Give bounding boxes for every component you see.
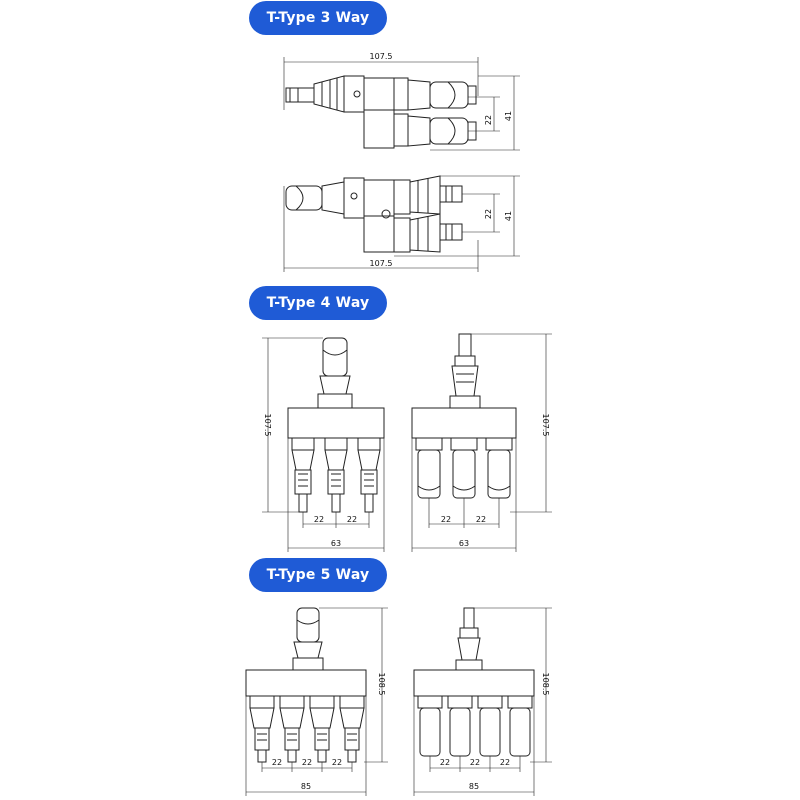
five-way-right-pitch-2: 22 [470, 758, 480, 767]
five-way-left-drawing [245, 607, 388, 796]
three-way-bottom-length: 107.5 [370, 259, 393, 268]
five-way-left-pitch-2: 22 [302, 758, 312, 767]
three-way-top-drawing [283, 57, 520, 151]
five-way-right-drawing [413, 607, 552, 796]
five-way-left-pitch-1: 22 [272, 758, 282, 767]
four-way-right-pitch-b: 22 [476, 515, 486, 524]
four-way-left-pitch-a: 22 [314, 515, 324, 524]
section-title-4-way: T-Type 4 Way [249, 286, 387, 320]
five-way-left-height: 108.5 [377, 673, 386, 696]
five-way-left-pitch-3: 22 [332, 758, 342, 767]
four-way-right-pitch-a: 22 [441, 515, 451, 524]
three-way-bottom-pitch: 22 [484, 209, 493, 219]
three-way-bottom-height: 41 [504, 211, 513, 221]
three-way-top-length: 107.5 [370, 52, 393, 61]
four-way-left-height: 107.5 [263, 414, 272, 437]
four-way-left-drawing [262, 337, 385, 552]
four-way-right-height: 107.5 [541, 414, 550, 437]
five-way-left-width: 85 [301, 782, 311, 791]
five-way-right-pitch-3: 22 [500, 758, 510, 767]
four-way-right-drawing [411, 333, 552, 552]
four-way-right-width: 63 [459, 539, 469, 548]
five-way-right-width: 85 [469, 782, 479, 791]
five-way-right-pitch-1: 22 [440, 758, 450, 767]
three-way-top-height: 41 [504, 111, 513, 121]
three-way-top-pitch: 22 [484, 115, 493, 125]
three-way-bottom-drawing [283, 175, 520, 272]
section-title-5-way: T-Type 5 Way [249, 558, 387, 592]
four-way-left-pitch-b: 22 [347, 515, 357, 524]
four-way-left-width: 63 [331, 539, 341, 548]
section-title-3-way: T-Type 3 Way [249, 1, 387, 35]
five-way-right-height: 108.5 [541, 673, 550, 696]
